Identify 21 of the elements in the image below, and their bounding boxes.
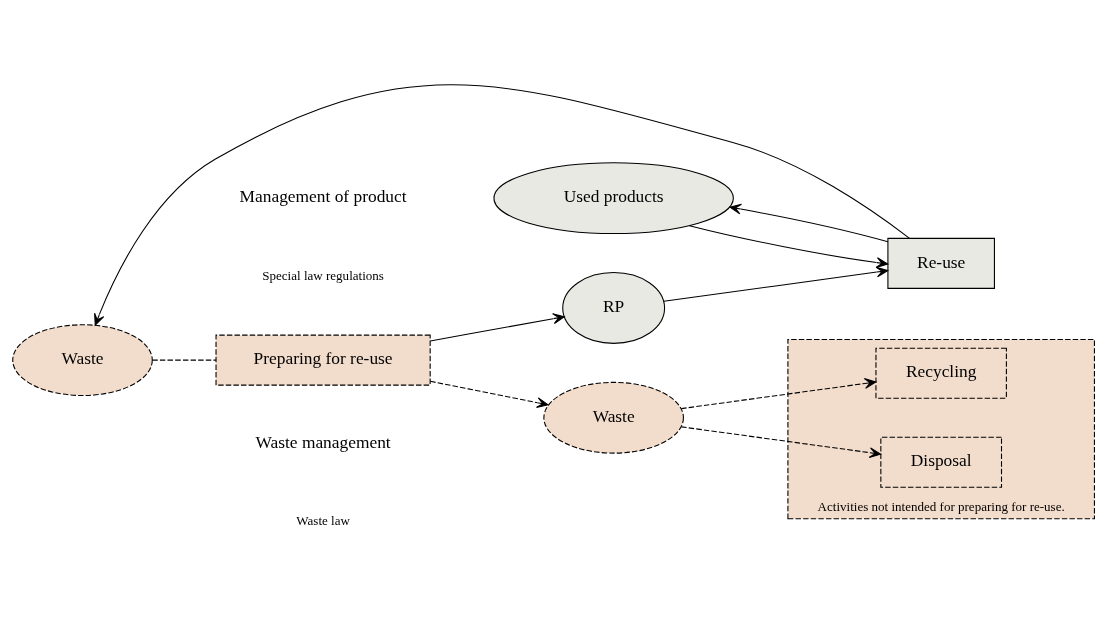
- arrow: [729, 203, 889, 243]
- node-box: Disposal: [880, 436, 1003, 488]
- label: Management of product: [239, 187, 407, 207]
- label: Waste law: [296, 513, 350, 529]
- arrow: [429, 380, 549, 409]
- arrow: [680, 426, 882, 459]
- node-box: Recycling: [875, 347, 1007, 399]
- node-box: Preparing for re-use: [215, 334, 431, 386]
- arrow: [94, 84, 910, 326]
- label: Waste management: [255, 432, 391, 452]
- arrow: [663, 266, 889, 302]
- label: Special law regulations: [262, 267, 384, 283]
- node-ellipse: Used products: [493, 162, 734, 235]
- arrow: [680, 378, 877, 410]
- node-box: Re-use: [887, 237, 995, 289]
- node-ellipse: Waste: [12, 324, 153, 397]
- node-ellipse: RP: [562, 272, 666, 344]
- connector: [152, 359, 217, 361]
- arrow: [688, 225, 889, 268]
- arrow: [429, 313, 565, 342]
- node-ellipse: Waste: [543, 381, 684, 454]
